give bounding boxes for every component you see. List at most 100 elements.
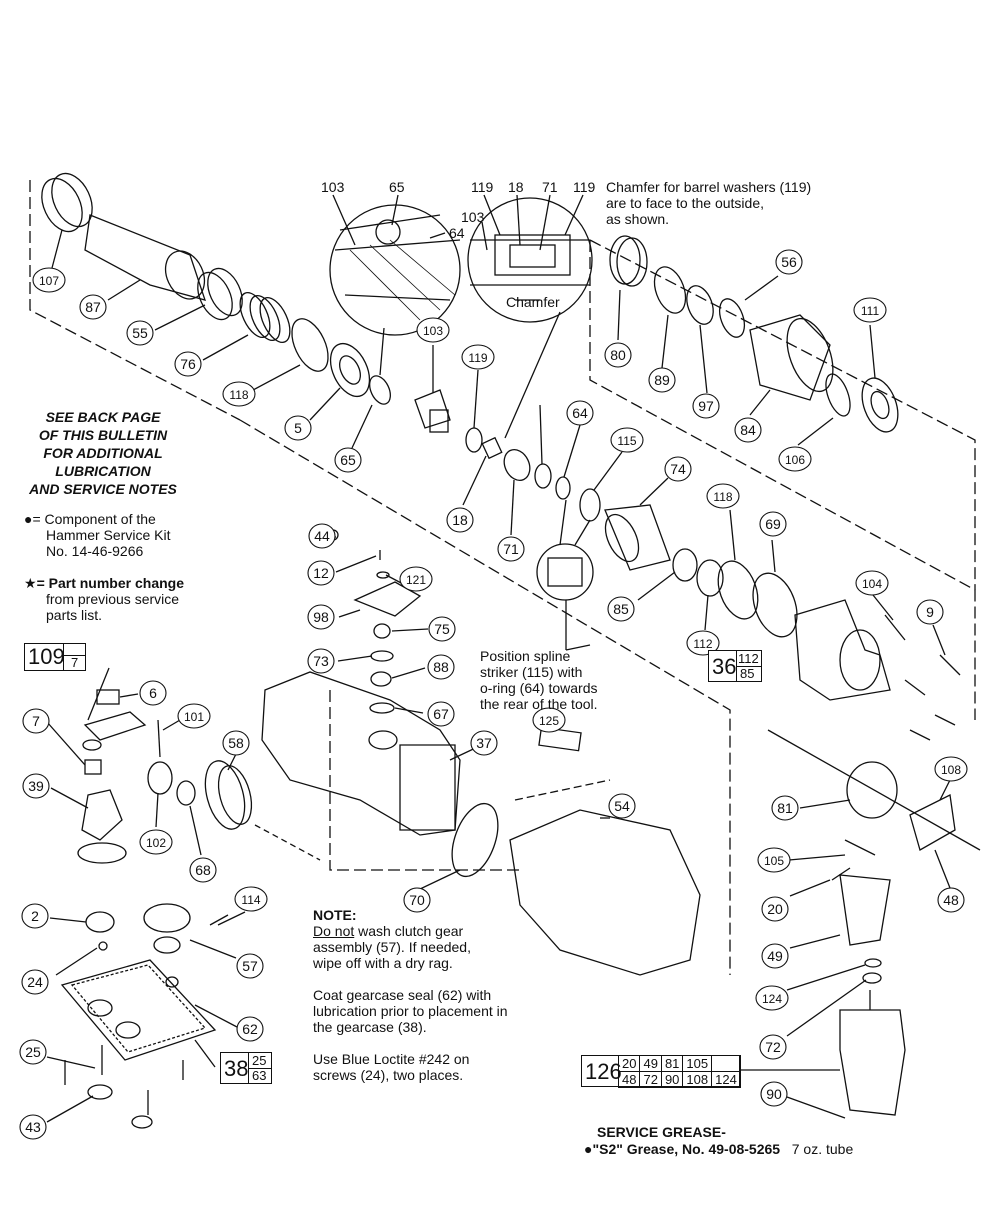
- callout-number: 118: [713, 490, 732, 504]
- callout-5: 5: [284, 415, 312, 441]
- callout-number: 105: [764, 854, 784, 868]
- note-spacer: [313, 971, 508, 987]
- callout-bubble: [853, 297, 887, 323]
- callout-bubble: [222, 381, 256, 407]
- callout-bubble: [222, 730, 250, 756]
- chamfer-note-line: Chamfer for barrel washers (119): [606, 179, 812, 195]
- callout-bubble: [532, 707, 566, 733]
- callout-bubble: [236, 953, 264, 979]
- callout-89: 89: [648, 367, 676, 393]
- callout-118: 118: [706, 483, 740, 509]
- see-back-page-note: SEE BACK PAGE OF THIS BULLETIN FOR ADDIT…: [18, 408, 188, 498]
- callout-number: 97: [698, 398, 714, 414]
- callout-number: 88: [433, 659, 449, 675]
- callout-number: 57: [242, 958, 258, 974]
- callout-2: 2: [21, 903, 49, 929]
- callout-49: 49: [761, 943, 789, 969]
- label-64-top: 64: [449, 225, 465, 241]
- callout-number: 5: [294, 420, 302, 436]
- kit-109-number: 109: [28, 644, 65, 669]
- kit-36-sub: 85: [740, 666, 755, 681]
- kit-legend-text: No. 14-46-9266: [46, 543, 144, 559]
- label-65-top: 65: [389, 179, 405, 195]
- callout-bubble: [189, 857, 217, 883]
- callout-number: 98: [313, 609, 329, 625]
- callout-81: 81: [771, 795, 799, 821]
- label-71-top: 71: [542, 179, 558, 195]
- spline-note-line: o-ring (64) towards: [480, 680, 598, 696]
- callout-number: 24: [27, 974, 43, 990]
- callout-bubble: [399, 566, 433, 592]
- callout-37: 37: [470, 730, 498, 756]
- callout-number: 118: [229, 388, 248, 402]
- callout-number: 64: [572, 405, 588, 421]
- kit-box-109: 109 7: [24, 643, 86, 671]
- callout-number: 62: [242, 1021, 258, 1037]
- note-spacer: [313, 1035, 508, 1051]
- callout-bubble: [334, 447, 362, 473]
- callout-number: 70: [409, 892, 425, 908]
- callout-bubble: [21, 969, 49, 995]
- callout-108: 108: [934, 756, 968, 782]
- star-legend-bold: = Part number change: [36, 575, 184, 591]
- callout-number: 68: [195, 862, 211, 878]
- callout-119: 119: [461, 344, 495, 370]
- callout-number: 55: [132, 325, 148, 341]
- callout-number: 39: [28, 778, 44, 794]
- callout-number: 115: [617, 434, 636, 448]
- callout-75: 75: [428, 616, 456, 642]
- callout-bubble: [22, 708, 50, 734]
- callout-bubble: [307, 648, 335, 674]
- assembly-note: NOTE: Do not wash clutch gear assembly (…: [313, 907, 508, 1083]
- callout-bubble: [234, 886, 268, 912]
- callout-87: 87: [79, 294, 107, 320]
- callout-number: 54: [614, 798, 630, 814]
- callout-97: 97: [692, 393, 720, 419]
- callout-number: 90: [766, 1086, 782, 1102]
- callout-125: 125: [532, 707, 566, 733]
- chamfer-note-line: are to face to the outside,: [606, 195, 764, 211]
- callout-121: 121: [399, 566, 433, 592]
- callout-90: 90: [760, 1081, 788, 1107]
- callout-number: 37: [476, 735, 492, 751]
- callout-58: 58: [222, 730, 250, 756]
- callout-bubble: [775, 249, 803, 275]
- callout-bubble: [308, 523, 336, 549]
- callout-number: 18: [452, 512, 468, 528]
- callout-number: 124: [762, 992, 782, 1006]
- callout-73: 73: [307, 648, 335, 674]
- callout-bubble: [79, 294, 107, 320]
- callout-bubble: [446, 507, 474, 533]
- callout-number: 49: [767, 948, 783, 964]
- callout-number: 56: [781, 254, 797, 270]
- callout-number: 76: [180, 356, 196, 372]
- callout-bubble: [761, 943, 789, 969]
- callout-bubble: [759, 511, 787, 537]
- note-text: Coat gearcase seal (62) with: [313, 987, 492, 1003]
- star-legend: ★= Part number change from previous serv…: [24, 575, 184, 623]
- callout-107: 107: [32, 267, 66, 293]
- callout-64: 64: [566, 400, 594, 426]
- callout-112: 112: [686, 630, 720, 656]
- spline-note: Position spline striker (115) with o-rin…: [480, 648, 598, 712]
- kit-126-number: 126: [585, 1059, 622, 1084]
- callout-bubble: [778, 446, 812, 472]
- callout-bubble: [32, 267, 66, 293]
- callout-bubble: [428, 616, 456, 642]
- callout-98: 98: [307, 604, 335, 630]
- callout-bubble: [937, 887, 965, 913]
- note-text: wash clutch gear: [354, 923, 464, 939]
- callout-bubble: [461, 344, 495, 370]
- kit-38-sub: 63: [252, 1068, 267, 1083]
- callout-bubble: [771, 795, 799, 821]
- kit-box-38: 38 25 63: [220, 1052, 272, 1084]
- service-grease-title: SERVICE GREASE-: [597, 1124, 726, 1140]
- callout-bubble: [19, 1114, 47, 1140]
- callout-39: 39: [22, 773, 50, 799]
- kit-126-cell: [711, 1055, 741, 1072]
- callout-number: 101: [184, 710, 204, 724]
- callout-bubble: [21, 903, 49, 929]
- callout-101: 101: [177, 703, 211, 729]
- callout-number: 69: [765, 516, 781, 532]
- grease-size: 7 oz. tube: [791, 1141, 854, 1157]
